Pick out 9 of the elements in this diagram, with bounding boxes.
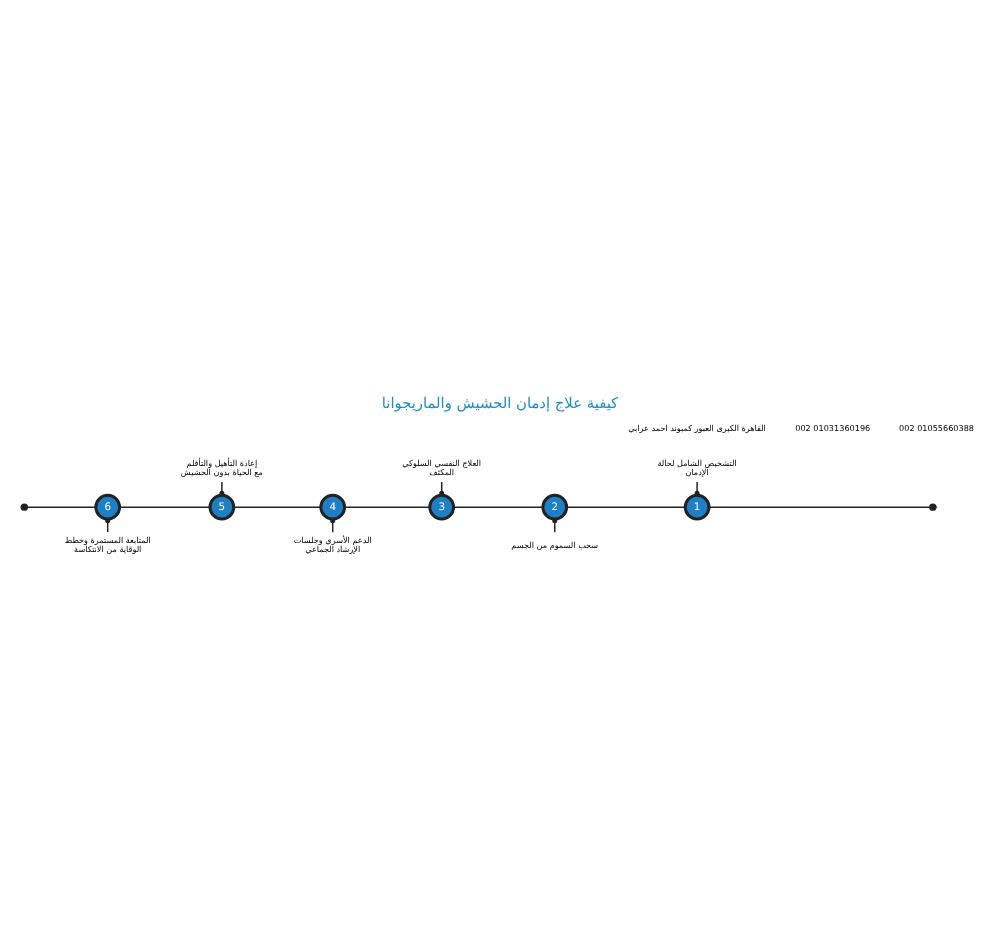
- connector: [343, 506, 431, 508]
- connector: [453, 506, 544, 508]
- connector: [26, 506, 97, 508]
- connector: [565, 506, 686, 508]
- connector: [118, 506, 211, 508]
- connector: [694, 481, 700, 496]
- connector: [708, 506, 931, 508]
- connector: [233, 506, 322, 508]
- connector: [219, 481, 225, 496]
